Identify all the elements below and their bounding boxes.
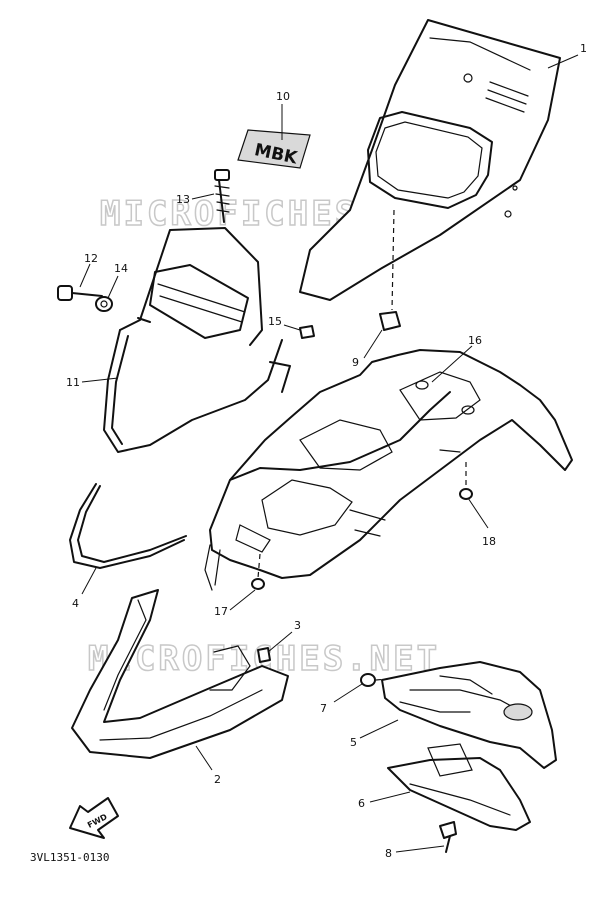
fwd-arrow-icon: FWD: [69, 797, 119, 839]
callout-17: 17: [214, 605, 228, 618]
part-11-rear-carrier: [103, 227, 291, 453]
callout-6: 6: [358, 797, 365, 810]
part-6-lower-panel: [387, 743, 531, 831]
part-2-lower-cover: [71, 589, 289, 759]
callout-numbers: 1 2 3 4 5 6 7 8 9 10 11 12 13 14 15 16 1…: [66, 42, 587, 860]
callout-8: 8: [385, 847, 392, 860]
diagram-code: 3VL1351-0130: [30, 851, 109, 864]
part-16-rear-fender: [204, 349, 573, 591]
part-17-screw: [251, 553, 265, 590]
callout-1: 1: [580, 42, 587, 55]
part-3-bolt: [257, 647, 271, 663]
callout-5: 5: [350, 736, 357, 749]
callout-18: 18: [482, 535, 496, 548]
dash-line-1-9: [391, 209, 395, 311]
part-14-washer: [95, 296, 113, 312]
callout-4: 4: [72, 597, 79, 610]
part-18-screw: [459, 462, 473, 500]
part-1-front-cover: [299, 19, 561, 301]
callout-15: 15: [268, 315, 282, 328]
callout-11: 11: [66, 376, 80, 389]
callout-2: 2: [214, 773, 221, 786]
part-13-bolt: [214, 169, 230, 223]
callout-12: 12: [84, 252, 98, 265]
part-10-mbk-emblem: MBK: [237, 129, 311, 169]
callout-10: 10: [276, 90, 290, 103]
part-4-seal-strip: [69, 483, 187, 569]
callout-3: 3: [294, 619, 301, 632]
part-12-bolt: [57, 285, 103, 301]
part-5-inner-fender: [381, 661, 557, 769]
callout-14: 14: [114, 262, 128, 275]
callout-13: 13: [176, 193, 190, 206]
part-9-nut: [379, 311, 401, 331]
part-15-clip: [299, 325, 315, 339]
callout-7: 7: [320, 702, 327, 715]
part-8-screw: [439, 821, 457, 853]
callout-9: 9: [352, 356, 359, 369]
leader-lines: [79, 54, 579, 853]
callout-16: 16: [468, 334, 482, 347]
